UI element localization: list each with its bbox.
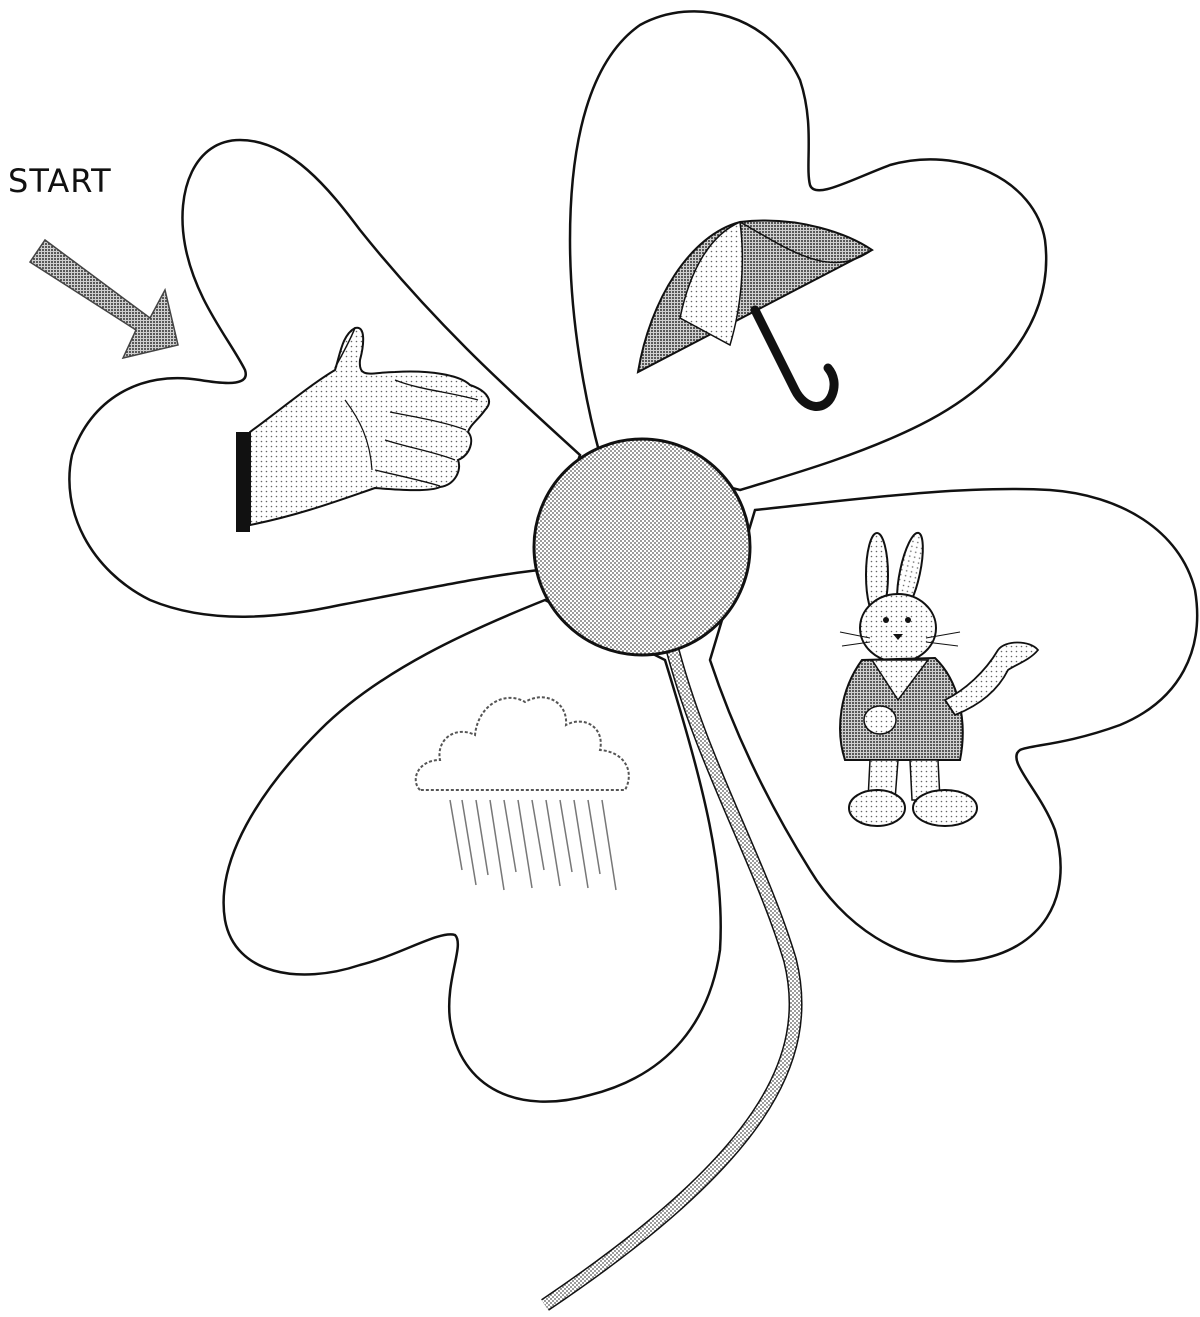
start-arrow-icon (30, 240, 178, 358)
clover-center (534, 439, 750, 655)
start-label: START (8, 162, 112, 200)
leaf-rain (224, 600, 721, 1102)
